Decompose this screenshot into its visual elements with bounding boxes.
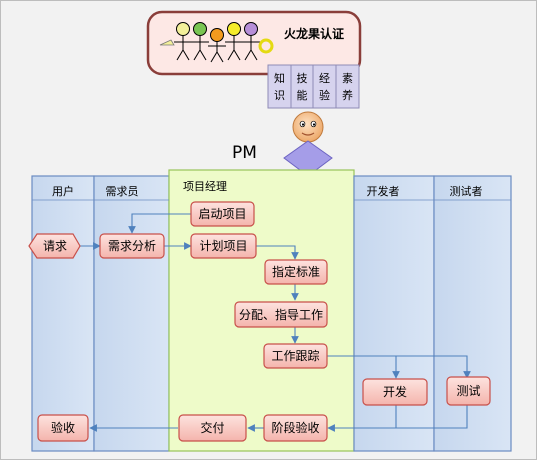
node-start: 启动项目 xyxy=(198,207,246,221)
node-request: 请求 xyxy=(43,239,67,253)
lane-analyst-title: 需求员 xyxy=(106,185,139,198)
badge-knowledge-line2: 识 xyxy=(274,89,285,102)
lane-developer xyxy=(353,175,435,452)
node-deliver: 交付 xyxy=(200,420,224,435)
badge-experience-line1: 经 xyxy=(319,72,330,85)
node-test: 测试 xyxy=(456,383,480,398)
skill-badges: 知 识 技 能 经 验 素 养 xyxy=(267,64,360,109)
node-assign-shape xyxy=(234,301,328,328)
node-deliver-shape xyxy=(178,414,247,442)
node-standard: 指定标准 xyxy=(272,264,320,279)
node-assign: 分配、指导工作 xyxy=(239,307,323,322)
node-start-shape xyxy=(190,201,255,227)
team-logo-icon xyxy=(159,22,274,63)
badge-experience-line2: 验 xyxy=(319,88,330,102)
lane-user-title: 用户 xyxy=(52,184,74,198)
node-track-shape xyxy=(263,343,328,369)
lane-pm-title: 项目经理 xyxy=(183,180,227,193)
arrow-plan-to-standard xyxy=(256,245,299,260)
node-test-shape xyxy=(446,376,491,406)
node-plan-shape xyxy=(190,233,257,259)
node-plan: 计划项目 xyxy=(199,239,247,253)
arrow-test-to-stage xyxy=(396,405,468,429)
lane-developer-title: 开发者 xyxy=(367,184,400,198)
badge-literacy-line1: 素 xyxy=(342,72,353,85)
pm-label: PM xyxy=(232,143,257,163)
banner-title: 火龙果认证 xyxy=(284,26,344,41)
node-standard-shape xyxy=(264,259,328,285)
badge-knowledge-line1: 知 xyxy=(274,71,285,85)
node-stage-acceptance: 阶段验收 xyxy=(271,420,319,435)
badge-literacy-line2: 养 xyxy=(342,88,353,102)
node-track: 工作跟踪 xyxy=(271,349,319,363)
flow-arrows xyxy=(79,213,471,432)
badge-skill-line2: 能 xyxy=(297,88,308,102)
lane-tester xyxy=(433,175,512,452)
process-nodes: 请求 需求分析 启动项目 计划项目 指定标准 分配、指导工作 工作跟踪 开发 测… xyxy=(28,201,491,442)
node-develop-shape xyxy=(362,378,428,406)
node-acceptance-shape xyxy=(37,414,89,442)
node-request-shape xyxy=(28,233,81,259)
badge-literacy-frame xyxy=(335,64,360,109)
arrow-track-to-test xyxy=(327,355,471,379)
arrow-start-to-analysis xyxy=(128,213,191,234)
banner: 火龙果认证 xyxy=(146,10,362,76)
node-acceptance: 验收 xyxy=(51,420,75,435)
lane-user xyxy=(31,175,95,452)
node-stage-acceptance-shape xyxy=(263,414,328,442)
node-analysis-shape xyxy=(99,233,165,259)
badge-skill-line1: 技 xyxy=(297,72,308,85)
pm-avatar-icon xyxy=(292,111,324,143)
node-develop: 开发 xyxy=(383,384,407,399)
node-analysis: 需求分析 xyxy=(108,239,156,253)
lane-tester-title: 测试者 xyxy=(450,185,483,198)
